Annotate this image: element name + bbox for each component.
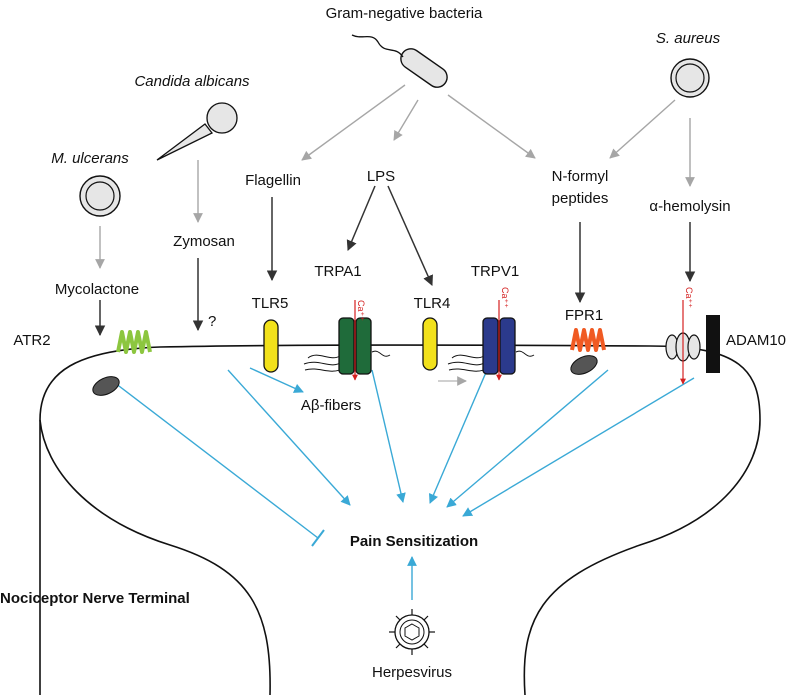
label-ca-trpv1: Ca⁺⁺ <box>500 287 510 308</box>
tlr4-receptor <box>422 317 438 371</box>
label-trpv1: TRPV1 <box>471 263 519 280</box>
fpr1-receptor <box>570 328 606 375</box>
label-lps: LPS <box>367 168 395 185</box>
label-nformyl-1: N-formyl <box>552 168 609 185</box>
label-mycolactone: Mycolactone <box>55 281 139 298</box>
gram-negative-bacterium-icon <box>351 34 448 88</box>
label-atr2: ATR2 <box>13 332 50 349</box>
label-flagellin: Flagellin <box>245 172 301 189</box>
herpesvirus-icon <box>389 609 435 655</box>
arrow-tlr5-to-abfibers <box>249 367 304 393</box>
arrow-saureus-to-nformyl <box>609 99 676 159</box>
label-zymosan: Zymosan <box>173 233 235 250</box>
label-trpa1: TRPA1 <box>314 263 361 280</box>
label-pain-sensitization: Pain Sensitization <box>350 533 478 550</box>
label-ab-fibers: Aβ-fibers <box>301 397 361 414</box>
label-alpha-hemolysin: α-hemolysin <box>649 198 730 215</box>
candida-albicans-icon <box>156 102 238 161</box>
label-candida: Candida albicans <box>134 73 250 90</box>
arrow-adam10-to-pain <box>462 377 695 517</box>
trpv1-channel <box>447 300 535 381</box>
label-adam10: ADAM10 <box>726 332 786 349</box>
label-gram-negative: Gram-negative bacteria <box>326 5 483 22</box>
label-ca-adam10: Ca⁺⁺ <box>684 287 694 308</box>
nerve-terminal-membrane <box>39 344 761 696</box>
arrow-trpv1-to-pain <box>428 369 488 504</box>
arrow-bacteria-to-flagellin <box>301 84 406 161</box>
adam10-protein <box>706 315 720 373</box>
m-ulcerans-icon <box>79 175 121 217</box>
label-fpr1: FPR1 <box>565 307 603 324</box>
arrow-lps-to-trpa1 <box>346 185 376 251</box>
label-tlr5: TLR5 <box>252 295 289 312</box>
nerve-terminal-left-neck <box>39 419 271 696</box>
label-ca-trpa1: Ca⁺⁺ <box>356 300 366 321</box>
arrow-bacteria-to-nformyl <box>447 94 536 159</box>
label-s-aureus: S. aureus <box>656 30 721 47</box>
label-nformyl-2: peptides <box>552 190 609 207</box>
arrow-trpa1-to-pain <box>371 369 406 503</box>
trpa1-channel <box>303 300 391 381</box>
atr2-receptor <box>92 330 152 396</box>
label-herpesvirus: Herpesvirus <box>372 664 452 681</box>
label-m-ulcerans: M. ulcerans <box>51 150 129 167</box>
label-question: ? <box>208 313 216 330</box>
arrow-fpr1-to-pain <box>446 369 609 508</box>
s-aureus-icon <box>670 58 710 98</box>
arrow-zymosan-to-pain <box>227 369 351 506</box>
label-tlr4: TLR4 <box>414 295 451 312</box>
inhibit-bar <box>311 529 325 547</box>
inhibit-atr2-to-pain <box>114 382 319 539</box>
arrow-bacteria-to-lps <box>393 99 419 141</box>
tlr5-receptor <box>263 319 279 373</box>
arrow-lps-to-tlr4 <box>387 185 433 286</box>
alpha-hemolysin-pore <box>665 300 701 385</box>
label-nociceptor: Nociceptor Nerve Terminal <box>0 590 190 607</box>
